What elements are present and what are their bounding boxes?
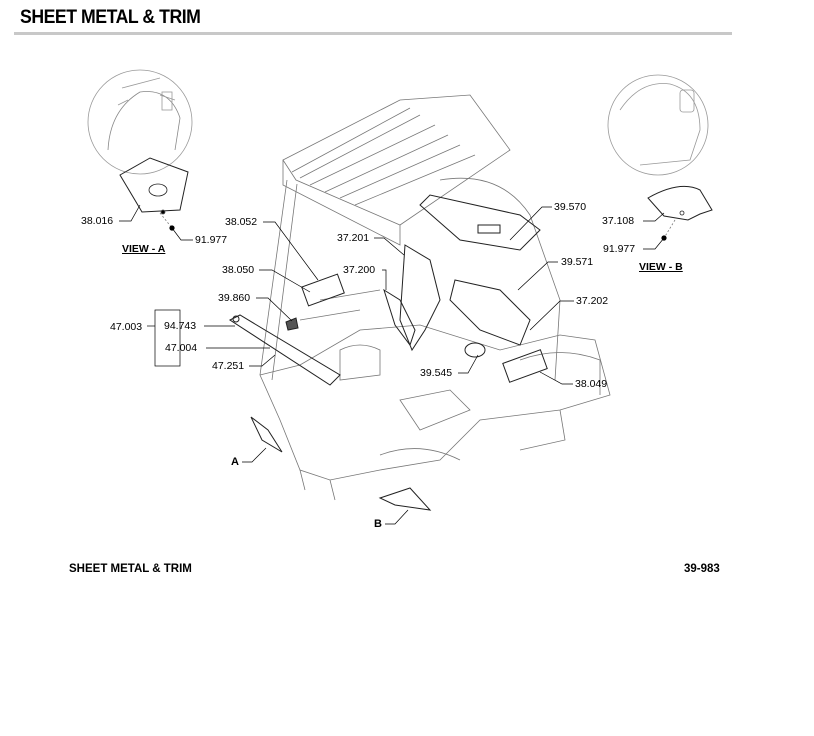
callout-37-200: 37.200 — [343, 264, 376, 276]
callout-39-570: 39.570 — [554, 201, 587, 213]
callout-39-545: 39.545 — [420, 367, 453, 379]
leader-lines — [119, 204, 665, 525]
callout-38-049: 38.049 — [575, 378, 608, 390]
view-b-label: VIEW - B — [639, 261, 683, 273]
figure-number: 39-983 — [684, 563, 720, 575]
callout-47-003: 47.003 — [110, 321, 143, 333]
callout-39-860: 39.860 — [218, 292, 251, 304]
footer-section-title: SHEET METAL & TRIM — [69, 563, 192, 575]
callout-38-052: 38.052 — [225, 216, 258, 228]
callout-91-977-a: 91.977 — [195, 234, 228, 246]
callout-39-571: 39.571 — [561, 256, 594, 268]
page-title: SHEET METAL & TRIM — [20, 7, 201, 28]
callout-37-202: 37.202 — [576, 295, 609, 307]
view-b-arrow-label: B — [374, 518, 382, 530]
view-a-label: VIEW - A — [122, 243, 166, 255]
truck-frame — [259, 94, 611, 501]
title-divider — [14, 32, 732, 35]
view-a-arrow-label: A — [231, 456, 239, 468]
detail-view-a — [87, 69, 193, 231]
callout-38-050: 38.050 — [222, 264, 255, 276]
callout-94-743: 94.743 — [164, 320, 197, 332]
callout-47-251: 47.251 — [212, 360, 245, 372]
panel-parts — [228, 194, 548, 511]
callout-47-004: 47.004 — [165, 342, 198, 354]
callout-91-977-b: 91.977 — [603, 243, 636, 255]
callout-38-016: 38.016 — [81, 215, 114, 227]
callout-37-108: 37.108 — [602, 215, 635, 227]
callout-37-201: 37.201 — [337, 232, 370, 244]
